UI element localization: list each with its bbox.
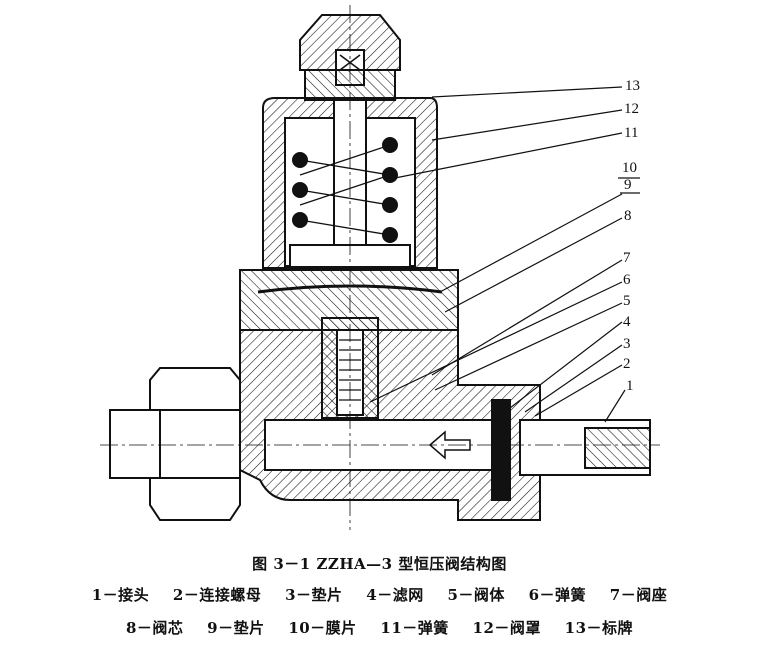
legend-item: 5－阀体 xyxy=(447,586,505,604)
legend-item: 6－弹簧 xyxy=(528,586,587,604)
legend-item: 12－阀罩 xyxy=(472,619,541,637)
callout-6: 6 xyxy=(623,272,631,288)
callout-labels: 13 12 11 10 9 8 7 6 5 4 3 2 1 xyxy=(622,78,640,394)
callout-1: 1 xyxy=(626,378,634,394)
legend-item: 1－接头 xyxy=(91,586,150,604)
legend-item: 2－连接螺母 xyxy=(172,586,262,604)
left-pipe xyxy=(109,409,161,479)
legend-item: 4－滤网 xyxy=(366,586,424,604)
legend-item: 10－膜片 xyxy=(288,619,357,637)
legend-row-2: 8－阀芯 9－垫片 10－膜片 11－弹簧 12－阀罩 13－标牌 xyxy=(0,617,759,638)
callout-10: 10 xyxy=(622,160,637,176)
spring-6 xyxy=(336,329,364,416)
callout-9: 9 xyxy=(624,177,632,193)
callout-8: 8 xyxy=(624,208,632,224)
callout-2: 2 xyxy=(623,356,631,372)
left-hex-nut xyxy=(149,367,241,521)
legend-item: 9－垫片 xyxy=(207,619,265,637)
filter-screen-4 xyxy=(491,399,511,501)
diaphragm-10 xyxy=(257,284,443,294)
callout-5: 5 xyxy=(623,293,631,309)
callout-11: 11 xyxy=(624,125,638,141)
callout-12: 12 xyxy=(624,101,639,117)
callout-7: 7 xyxy=(623,250,631,266)
callout-13: 13 xyxy=(625,78,640,94)
legend-item: 13－标牌 xyxy=(564,619,634,637)
legend-item: 3－垫片 xyxy=(285,586,343,604)
legend-item: 8－阀芯 xyxy=(125,619,184,637)
callout-3: 3 xyxy=(623,336,631,352)
legend-item: 7－阀座 xyxy=(609,586,668,604)
legend-row-1: 1－接头 2－连接螺母 3－垫片 4－滤网 5－阀体 6－弹簧 7－阀座 xyxy=(0,584,759,605)
valve-cross-section-drawing: 13 12 11 10 9 8 7 6 5 4 3 2 1 xyxy=(100,5,660,530)
callout-4: 4 xyxy=(623,314,631,330)
figure-title: 图 3－1 ZZHA—3 型恒压阀结构图 xyxy=(252,555,507,573)
legend-item: 11－弹簧 xyxy=(380,619,449,637)
leader-lines xyxy=(369,86,640,423)
